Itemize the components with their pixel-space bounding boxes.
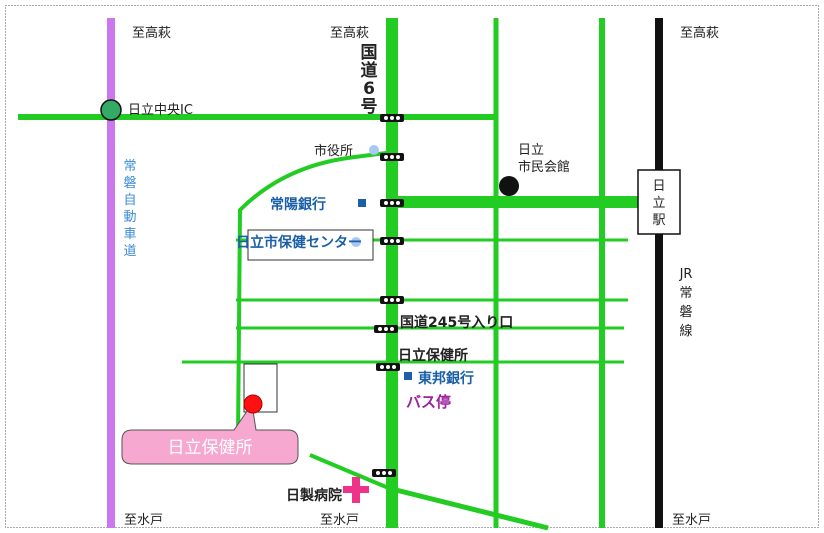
ic-label: 日立中央IC: [128, 103, 193, 118]
route6-label-3: 6: [363, 79, 375, 99]
traffic-signal-icon: [380, 237, 404, 245]
health-center-marker: [351, 237, 361, 247]
route6-label-2: 道: [361, 60, 378, 81]
station-label-3: 駅: [652, 213, 665, 228]
expressway-label-5: 車: [123, 227, 136, 242]
road-diagonal-south-east: [395, 487, 549, 531]
hokensho-road-label: 日立保健所: [398, 347, 468, 364]
route245-label: 国道245号入り口: [400, 314, 513, 331]
hokensho-location-marker: [243, 394, 263, 414]
traffic-signal-icon: [380, 114, 404, 122]
civic-hall-label-2: 市民会館: [518, 159, 570, 175]
jr-label-4: 線: [679, 323, 692, 339]
civic-hall-marker: [499, 176, 519, 196]
expressway-label-2: 磐: [123, 176, 136, 191]
hospital-cross-icon: [343, 477, 369, 503]
direction-north-left: 至高萩: [132, 25, 171, 41]
callout-label: 日立保健所: [168, 438, 253, 458]
city-hall-label: 市役所: [314, 143, 353, 159]
road-city-hall-curve: [236, 150, 395, 441]
expressway-label-6: 道: [123, 244, 136, 259]
expressway-label-4: 動: [123, 210, 136, 225]
bus-stop-label: バス停: [406, 393, 451, 411]
station-box: [637, 169, 681, 235]
map-border: [5, 5, 819, 528]
traffic-signal-icon: [380, 199, 404, 207]
direction-south-left: 至水戸: [124, 513, 163, 528]
direction-south-center: 至水戸: [320, 513, 359, 528]
direction-north-right: 至高萩: [680, 25, 719, 41]
jr-label-1: JR: [679, 267, 693, 282]
route6-label-1: 国: [361, 43, 378, 63]
expressway-label-1: 常: [123, 159, 136, 174]
jr-label-3: 磐: [679, 305, 692, 320]
expressway-label-3: 自: [123, 193, 136, 208]
traffic-signals: [372, 114, 404, 477]
civic-hall-label-1: 日立: [518, 143, 544, 158]
toho-bank-label: 東邦銀行: [418, 370, 474, 387]
jr-label-2: 常: [679, 286, 692, 301]
health-center-label: 日立市保健センター: [236, 234, 362, 251]
traffic-signal-icon: [372, 469, 396, 477]
traffic-signal-icon: [376, 363, 400, 371]
toho-bank-marker: [404, 372, 412, 380]
traffic-signal-icon: [380, 153, 404, 161]
road-diagonal-south: [309, 453, 399, 494]
direction-south-right: 至水戸: [672, 513, 711, 528]
traffic-signal-icon: [380, 296, 404, 304]
joyo-bank-label: 常陽銀行: [270, 196, 326, 213]
traffic-signal-icon: [374, 325, 398, 333]
hokensho-callout-bubble: [121, 402, 299, 465]
city-hall-marker: [369, 145, 379, 155]
direction-north-center: 至高萩: [330, 25, 369, 41]
hospital-label: 日製病院: [286, 487, 342, 504]
station-label-2: 立: [652, 196, 665, 211]
station-label-1: 日: [652, 179, 665, 194]
ic-marker-icon: [100, 99, 122, 121]
route6-label-4: 号: [361, 97, 378, 117]
road-network: [18, 18, 648, 531]
joyo-bank-marker: [358, 199, 366, 207]
